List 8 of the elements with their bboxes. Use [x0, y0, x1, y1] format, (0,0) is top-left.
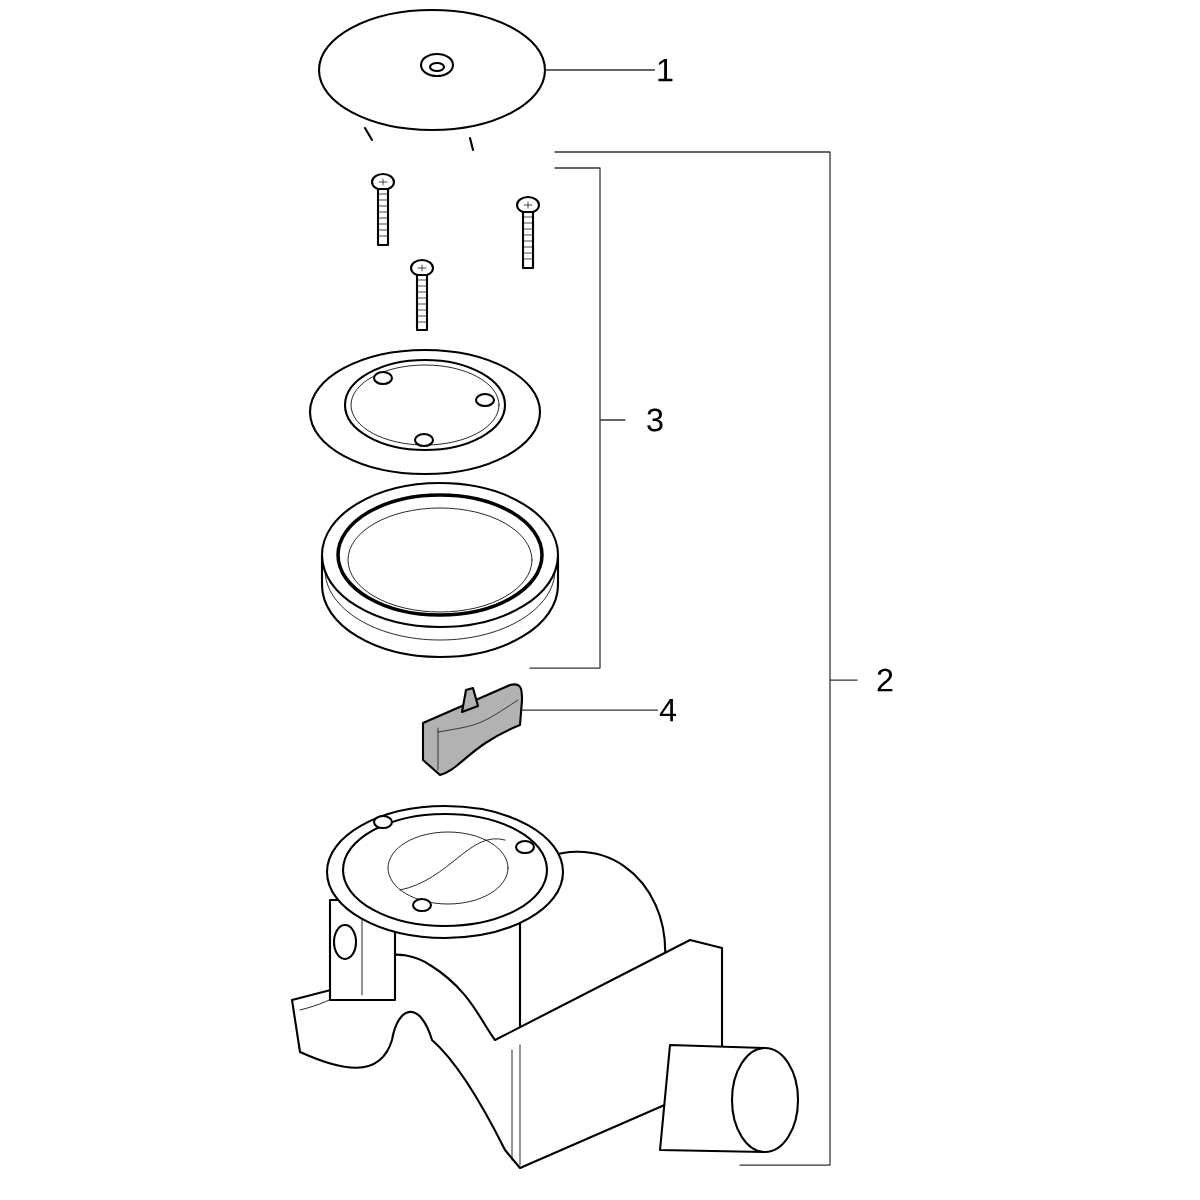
callout-number: 1 [658, 58, 673, 82]
leader-line [544, 69, 656, 71]
callout-number: 4 [659, 698, 677, 722]
leader-line [521, 709, 659, 711]
cover-drawing [317, 8, 547, 152]
callout-number: 3 [647, 408, 663, 432]
insert-drawing [421, 683, 524, 777]
callout-number: 2 [877, 668, 893, 692]
